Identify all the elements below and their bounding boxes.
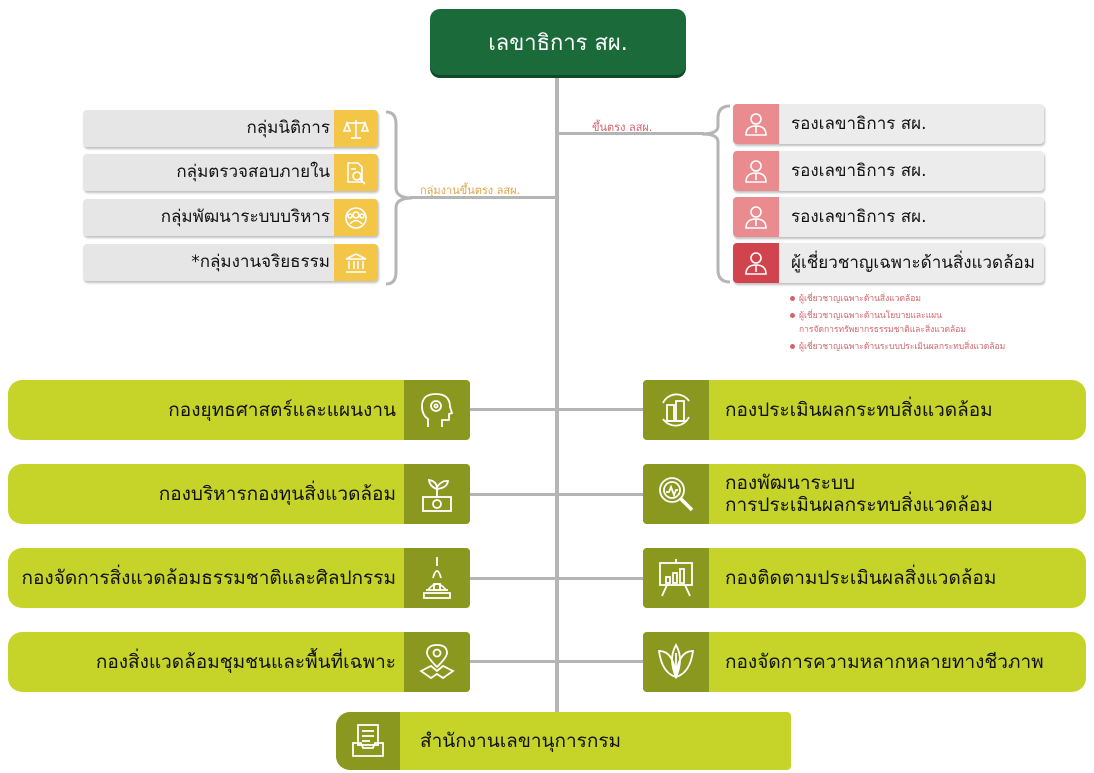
staff-group-admin-development[interactable]: กลุ่มพัฒนาระบบบริหาร [83, 199, 378, 236]
deputy-connector [558, 132, 704, 135]
staff-group-label: *กลุ่มงานจริยธรรม [191, 252, 330, 272]
expert-item: การจัดการทรัพยากรธรรมชาติและสิ่งแวดล้อม [799, 325, 966, 335]
direct-annotation: ขึ้นตรง ลสผ. [592, 121, 653, 134]
secretary-general-box[interactable]: เลขาธิการ สผ. [430, 9, 686, 75]
deputy-label: รองเลขาธิการ สผ. [791, 207, 927, 227]
scales-icon [334, 110, 378, 147]
head-gear-icon [404, 380, 470, 440]
connector-right-4 [558, 660, 644, 663]
connector-right-3 [558, 577, 644, 580]
division-biodiversity[interactable]: กองจัดการความหลากหลายทางชีวภาพ [643, 632, 1086, 692]
trunk-line [555, 75, 559, 715]
office-label: สำนักงานเลขานุการกรม [420, 730, 622, 752]
institution-icon [334, 244, 378, 281]
connector-left-4 [470, 660, 556, 663]
audit-document-icon [334, 154, 378, 191]
division-label-line: กองติดตามประเมินผลสิ่งแวดล้อม [725, 567, 997, 589]
staff-group-label: กลุ่มพัฒนาระบบบริหาร [160, 207, 330, 227]
division-label: กองติดตามประเมินผลสิ่งแวดล้อม [725, 548, 996, 608]
environmental-expert[interactable]: ผู้เชี่ยวชาญเฉพาะด้านสิ่งแวดล้อม [733, 243, 1044, 283]
division-label-line: กองพัฒนาระบบ [725, 472, 856, 494]
staff-connector [410, 196, 556, 199]
division-label: กองพัฒนาระบบการประเมินผลกระทบสิ่งแวดล้อม [725, 464, 993, 524]
division-environment-fund[interactable]: กองบริหารกองทุนสิ่งแวดล้อม [8, 464, 470, 524]
connector-right-1 [558, 408, 644, 411]
deputy-1[interactable]: รองเลขาธิการ สผ. [733, 104, 1044, 144]
division-community-special-area[interactable]: กองสิ่งแวดล้อมชุมชนและพื้นที่เฉพาะ [8, 632, 470, 692]
division-label: กองบริหารกองทุนสิ่งแวดล้อม [158, 483, 396, 505]
deputy-3[interactable]: รองเลขาธิการ สผ. [733, 197, 1044, 237]
expert-item: ผู้เชี่ยวชาญเฉพาะด้านสิ่งแวดล้อม [799, 294, 921, 304]
person-icon [733, 197, 779, 237]
division-label: กองยุทธศาสตร์และแผนงาน [168, 399, 396, 421]
presentation-chart-icon [643, 548, 709, 608]
person-icon [733, 151, 779, 191]
division-eia-system-development[interactable]: กองพัฒนาระบบการประเมินผลกระทบสิ่งแวดล้อม [643, 464, 1086, 524]
people-group-icon [334, 199, 378, 236]
deputy-label: ผู้เชี่ยวชาญเฉพาะด้านสิ่งแวดล้อม [791, 253, 1035, 273]
leaves-icon [643, 632, 709, 692]
deputy-brace [700, 104, 732, 284]
division-environment-monitoring[interactable]: กองติดตามประเมินผลสิ่งแวดล้อม [643, 548, 1086, 608]
secretary-general-label: เลขาธิการ สผ. [488, 30, 628, 56]
person-icon [733, 104, 779, 144]
expert-item: ผู้เชี่ยวชาญเฉพาะด้านระบบประเมินผลกระทบส… [799, 342, 1006, 352]
expert-bullet-continued: การจัดการทรัพยากรธรรมชาติและสิ่งแวดล้อม [799, 324, 966, 336]
staff-group-label: กลุ่มนิติการ [246, 118, 330, 138]
expert-item: ผู้เชี่ยวชาญเฉพาะด้านนโยบายและแผน [799, 311, 942, 321]
person-icon [733, 243, 779, 283]
division-label: กองจัดการสิ่งแวดล้อมธรรมชาติและศิลปกรรม [21, 567, 396, 589]
map-pin-icon [404, 632, 470, 692]
staff-group-legal[interactable]: กลุ่มนิติการ [83, 110, 378, 147]
division-label-line: การประเมินผลกระทบสิ่งแวดล้อม [725, 494, 993, 516]
deputy-2[interactable]: รองเลขาธิการ สผ. [733, 151, 1044, 191]
division-label: กองสิ่งแวดล้อมชุมชนและพื้นที่เฉพาะ [95, 651, 396, 673]
division-label-line: กองประเมินผลกระทบสิ่งแวดล้อม [725, 399, 993, 421]
connector-left-2 [470, 493, 556, 496]
deputy-label: รองเลขาธิการ สผ. [791, 161, 927, 181]
money-plant-icon [404, 464, 470, 524]
office-of-secretary[interactable]: สำนักงานเลขานุการกรม [336, 712, 791, 770]
staff-group-label: กลุ่มตรวจสอบภายใน [176, 162, 330, 182]
stupa-icon [404, 548, 470, 608]
staff-group-ethics[interactable]: *กลุ่มงานจริยธรรม [83, 244, 378, 281]
division-label-line: กองจัดการความหลากหลายทางชีวภาพ [725, 651, 1044, 673]
expert-bullet: ผู้เชี่ยวชาญเฉพาะด้านนโยบายและแผน [790, 310, 942, 322]
connector-left-1 [470, 408, 556, 411]
division-label: กองประเมินผลกระทบสิ่งแวดล้อม [725, 380, 993, 440]
staff-group-audit[interactable]: กลุ่มตรวจสอบภายใน [83, 154, 378, 191]
magnifier-chart-icon [643, 464, 709, 524]
city-cycle-icon [643, 380, 709, 440]
division-label: กองจัดการความหลากหลายทางชีวภาพ [725, 632, 1044, 692]
division-strategy-planning[interactable]: กองยุทธศาสตร์และแผนงาน [8, 380, 470, 440]
staff-groups-annotation: กลุ่มงานขึ้นตรง ลสผ. [420, 184, 521, 197]
deputy-label: รองเลขาธิการ สผ. [791, 114, 927, 134]
expert-bullet: ผู้เชี่ยวชาญเฉพาะด้านระบบประเมินผลกระทบส… [790, 341, 1005, 353]
document-tray-icon [336, 712, 400, 770]
division-eia[interactable]: กองประเมินผลกระทบสิ่งแวดล้อม [643, 380, 1086, 440]
division-natural-cultural-environment[interactable]: กองจัดการสิ่งแวดล้อมธรรมชาติและศิลปกรรม [8, 548, 470, 608]
connector-right-2 [558, 493, 644, 496]
expert-bullet: ผู้เชี่ยวชาญเฉพาะด้านสิ่งแวดล้อม [790, 293, 921, 305]
connector-left-3 [470, 577, 556, 580]
